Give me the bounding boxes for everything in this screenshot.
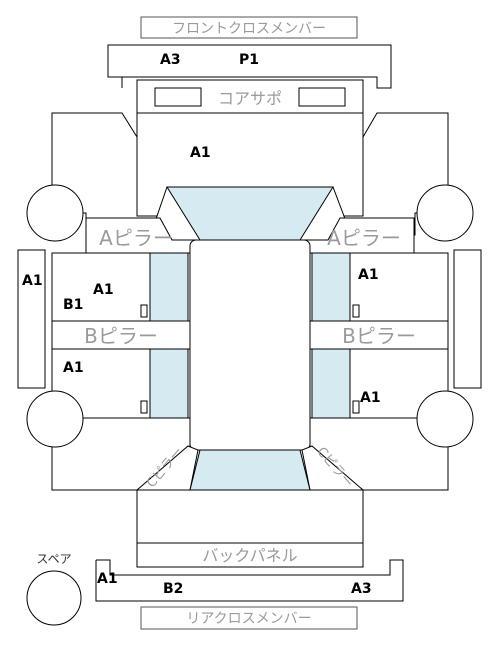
left-rear-door-grade: A1 [63,360,84,376]
rear-cross-member-label: リアクロスメンバー [186,611,311,627]
a-pillar-left: Aピラー [85,217,201,254]
wheel-front-right [416,184,474,242]
front-member-grade-right: P1 [239,52,259,68]
core-support: コアサポ [136,79,364,114]
windshield [166,186,334,241]
a-pillar-right-label: Aピラー [327,226,401,250]
rear-member-grade-left: A1 [97,571,118,587]
front-cross-member: フロントクロスメンバー [140,16,358,39]
a-pillar-right: Aピラー [299,217,415,254]
left-front-door-grade: A1 [93,282,114,298]
right-front-door-grade: A1 [358,267,379,283]
b-pillar-left-label: Bピラー [84,324,158,348]
left-rear-door-handle [140,400,148,414]
wheel-rear-right [416,390,474,448]
core-support-label: コアサポ [218,89,282,108]
trunk [136,489,364,544]
left-outer-panel-grade: A1 [22,273,43,289]
rear-member-grade-right: A3 [351,581,372,597]
rear-cross-member: リアクロスメンバー [140,606,358,630]
right-outer-panel [453,249,482,389]
front-member-grade-left: A3 [160,52,181,68]
right-rear-door-grade: A1 [360,390,381,406]
a-pillar-left-label: Aピラー [99,226,173,250]
hood-grade: A1 [190,145,211,161]
left-outer-panel [17,249,46,389]
back-panel [136,542,364,568]
rear-member-bracket [95,559,404,602]
roof [189,239,311,451]
spare-label: スペア [36,552,71,566]
rear-glass [189,449,311,491]
left-front-door-handle [140,304,148,318]
back-panel-label: バックパネル [202,546,297,565]
b-pillar-right-label: Bピラー [342,324,416,348]
front-cross-member-label: フロントクロスメンバー [172,21,326,37]
wheel-front-left [26,184,84,242]
left-front-door-inner-grade: B1 [63,297,83,313]
wheel-rear-left [26,390,84,448]
rear-member-grade-center: B2 [163,581,183,597]
right-rear-door-handle [352,400,360,414]
front-member-bracket [107,44,392,89]
spare-tire [26,570,82,626]
right-front-door-handle [352,304,360,318]
